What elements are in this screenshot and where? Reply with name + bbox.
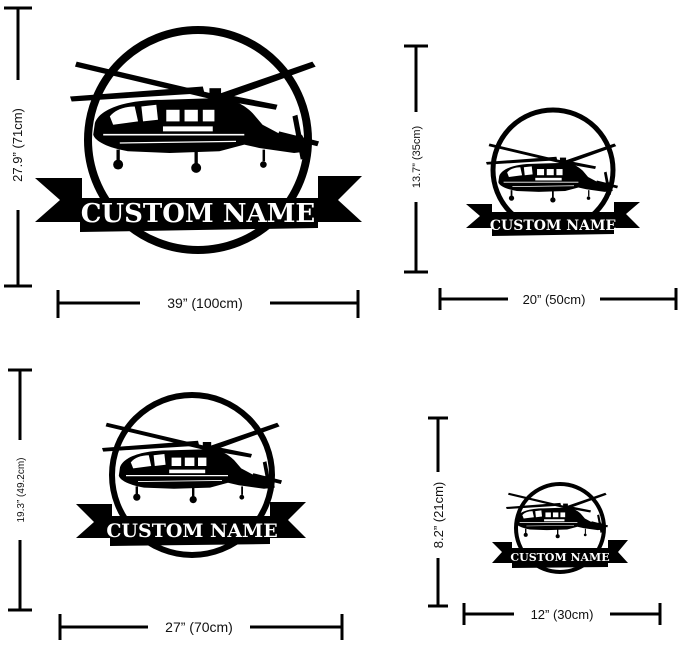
dimension-width-medium: 27” (70cm) <box>58 614 344 640</box>
dimension-width-small: 20” (50cm) <box>438 288 678 310</box>
banner-text: CUSTOM NAME <box>106 520 277 542</box>
name-banner <box>76 502 306 546</box>
width-label: 39” (100cm) <box>167 295 242 311</box>
sign-small: CUSTOM NAME <box>466 107 640 236</box>
width-label: 20” (50cm) <box>523 292 586 307</box>
height-label: 13.7” (35cm) <box>411 126 423 188</box>
name-banner <box>35 176 362 232</box>
width-label: 12” (30cm) <box>531 607 594 622</box>
dimension-height-xsmall: 8.2” (21cm) <box>428 416 448 608</box>
helicopter-icon <box>505 492 609 539</box>
height-label: 8.2” (21cm) <box>431 482 446 548</box>
dimension-height-medium: 19.3” (49.2cm) <box>8 368 32 612</box>
width-label: 27” (70cm) <box>165 619 233 635</box>
sign-ring <box>109 392 275 558</box>
banner-text: CUSTOM NAME <box>490 218 616 234</box>
dimension-height-small: 13.7” (35cm) <box>404 44 428 274</box>
name-banner <box>492 540 628 568</box>
helicopter-icon <box>101 422 283 504</box>
dimension-width-large: 39” (100cm) <box>56 290 360 318</box>
name-banner <box>466 202 640 236</box>
dimension-height-large: 27.9” (71cm) <box>4 6 32 288</box>
sign-medium: CUSTOM NAME <box>76 392 306 558</box>
sign-large: CUSTOM NAME <box>35 26 362 254</box>
sign-ring <box>514 482 606 574</box>
height-label: 19.3” (49.2cm) <box>16 457 27 522</box>
dimension-width-xsmall: 12” (30cm) <box>462 603 662 625</box>
banner-text: CUSTOM NAME <box>510 551 609 564</box>
helicopter-icon <box>485 143 619 203</box>
sign-xsmall: CUSTOM NAME <box>492 482 628 574</box>
banner-text: CUSTOM NAME <box>81 199 316 229</box>
height-label: 27.9” (71cm) <box>10 108 25 182</box>
